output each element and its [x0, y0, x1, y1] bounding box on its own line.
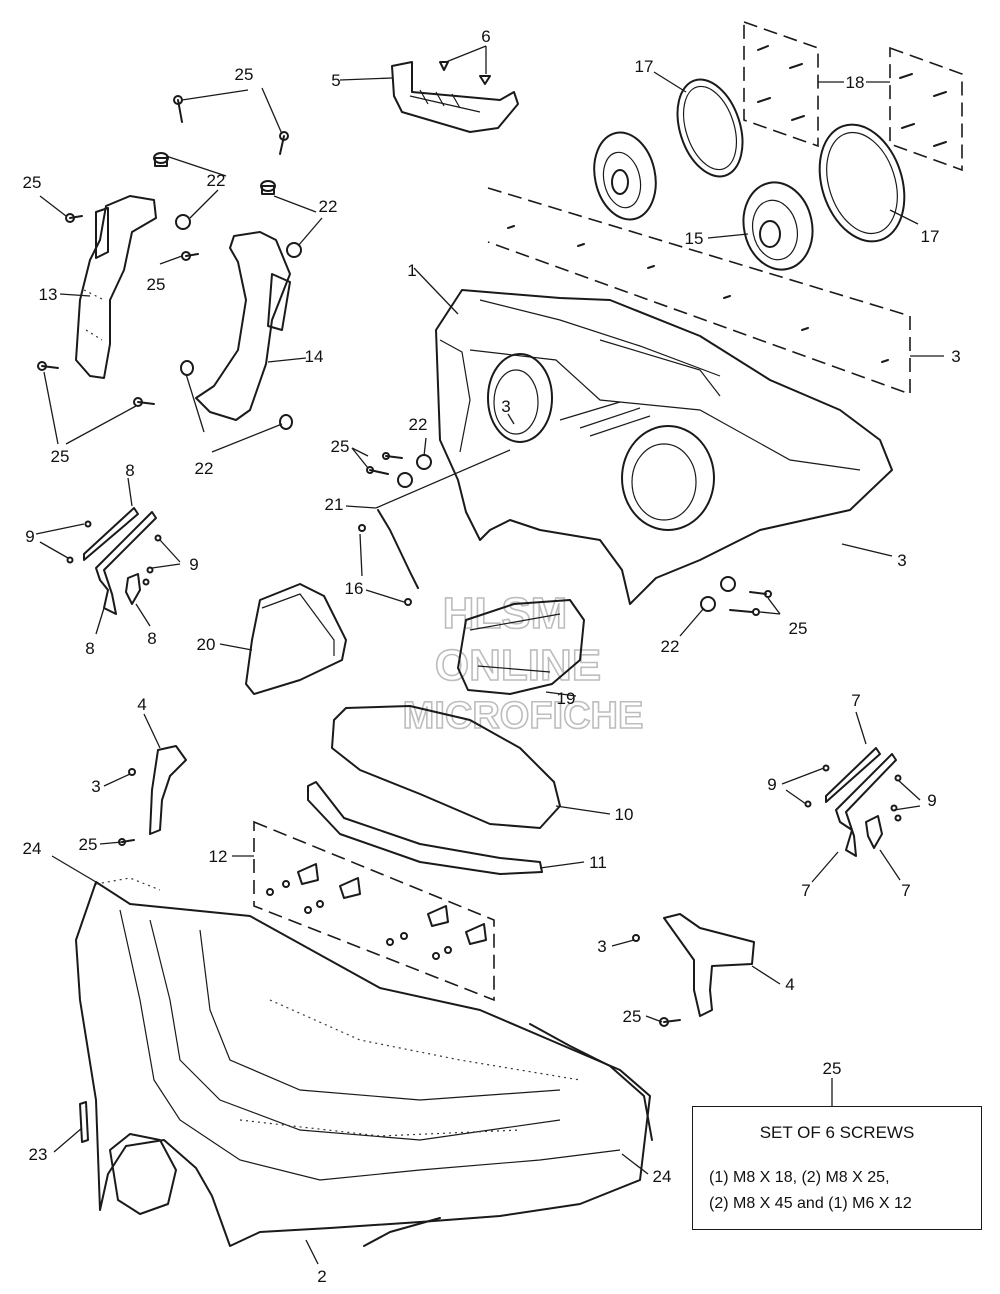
callout-3-bracket-right: 3: [597, 937, 606, 956]
callout-25-lower: 25: [51, 447, 70, 466]
callout-10: 10: [615, 805, 634, 824]
callout-8-right: 8: [147, 629, 156, 648]
callout-25-top: 25: [235, 65, 254, 84]
part-17-speaker-ring-right: [818, 123, 906, 243]
callout-4-left: 4: [137, 695, 146, 714]
callout-25-center: 25: [331, 437, 350, 456]
part-12-hardware-kit: [253, 820, 495, 1002]
callout-12: 12: [209, 847, 228, 866]
part-4-bracket-right: [632, 913, 755, 1017]
callout-6: 6: [481, 27, 490, 46]
part-15-speaker-right: [742, 181, 814, 271]
callout-15: 15: [685, 229, 704, 248]
callout-14: 14: [305, 347, 324, 366]
callout-4-right: 4: [785, 975, 794, 994]
part-6-screws: [439, 61, 491, 85]
callout-3-right: 3: [897, 551, 906, 570]
part-23-clip: [79, 1101, 89, 1143]
callout-17-right: 17: [921, 227, 940, 246]
part-11-trim: [307, 781, 543, 875]
callout-24-right: 24: [653, 1167, 672, 1186]
watermark: HLSM ONLINE MICROFICHE: [402, 588, 644, 738]
part-5-bracket: [391, 61, 519, 133]
callout-25-note: 25: [823, 1059, 842, 1078]
part-17-speaker-ring-left: [676, 78, 744, 178]
part-8-hinge-left: [83, 507, 157, 615]
callout-22-right: 22: [661, 637, 680, 656]
callout-3-left: 3: [91, 777, 100, 796]
callout-labels: 5 6 17 18 15 17 1 3 3 22 25 21 16 3 25 2…: [23, 27, 961, 1286]
callout-16: 16: [345, 579, 364, 598]
screw-set-note: SET OF 6 SCREWS (1) M8 X 18, (2) M8 X 25…: [692, 1106, 982, 1230]
callout-13: 13: [39, 285, 58, 304]
part-18-screw-kit: [743, 20, 963, 172]
note-line-2: (2) M8 X 45 and (1) M6 X 12: [709, 1195, 912, 1212]
callout-7-left: 7: [801, 881, 810, 900]
callout-25-right: 25: [789, 619, 808, 638]
callout-8-left: 8: [85, 639, 94, 658]
note-line-1: (1) M8 X 18, (2) M8 X 25,: [709, 1169, 890, 1186]
watermark-line3: MICROFICHE: [403, 695, 644, 737]
part-20-vent: [245, 583, 347, 695]
note-title: SET OF 6 SCREWS: [759, 1123, 915, 1142]
callout-5: 5: [331, 71, 340, 90]
callout-18: 18: [846, 73, 865, 92]
part-13-bracket: [75, 195, 157, 379]
callout-7-right: 7: [901, 881, 910, 900]
callout-9-left: 9: [25, 527, 34, 546]
part-3-screw-strip: [487, 187, 911, 396]
part-15-speaker-left: [593, 131, 657, 221]
callout-22-upper-right: 22: [319, 197, 338, 216]
part-4-bracket-left: [128, 745, 187, 835]
callout-3-strip: 3: [951, 347, 960, 366]
part-21-rod: [377, 509, 419, 589]
watermark-line1: HLSM: [443, 589, 568, 638]
callout-9-right-left: 9: [767, 775, 776, 794]
callout-25-bracket-right: 25: [623, 1007, 642, 1026]
callout-23: 23: [29, 1145, 48, 1164]
callout-7-top: 7: [851, 691, 860, 710]
callout-3-fairing: 3: [501, 397, 510, 416]
callout-19: 19: [557, 689, 576, 708]
part-1-inner-fairing: [435, 289, 893, 605]
part-19-vent: [457, 599, 585, 695]
watermark-line2: ONLINE: [435, 641, 601, 690]
callout-8-top: 8: [125, 461, 134, 480]
part-16-screw: [358, 524, 412, 606]
callout-22-lower: 22: [195, 459, 214, 478]
callout-9-right: 9: [189, 555, 198, 574]
part-10-windshield: [331, 705, 561, 829]
callout-25-bracket-left: 25: [79, 835, 98, 854]
callout-17-top: 17: [635, 57, 654, 76]
callout-9-right-right: 9: [927, 791, 936, 810]
callout-24-left: 24: [23, 839, 42, 858]
part-14-bracket: [195, 231, 291, 421]
leader-lines: [35, 45, 944, 1265]
callout-20: 20: [197, 635, 216, 654]
callout-22-center: 22: [409, 415, 428, 434]
callout-25-mid: 25: [147, 275, 166, 294]
part-2-outer-fairing: [75, 877, 653, 1247]
callout-21: 21: [325, 495, 344, 514]
callout-1: 1: [407, 261, 416, 280]
callout-11: 11: [589, 853, 607, 872]
part-7-hinge-right: [825, 747, 897, 857]
callout-25-left: 25: [23, 173, 42, 192]
part-22-grommets: [153, 152, 736, 612]
callout-22-upper-left: 22: [207, 171, 226, 190]
callout-2: 2: [317, 1267, 326, 1286]
